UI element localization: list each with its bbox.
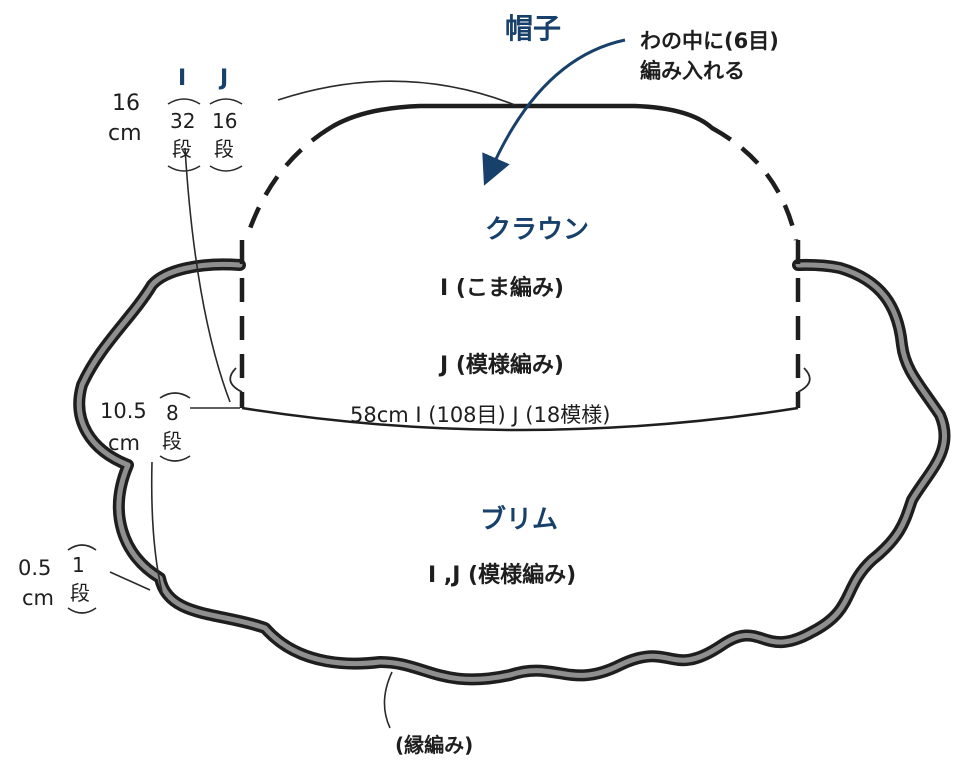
crown-left-dashed xyxy=(243,126,332,241)
crown-height-i-letter: I xyxy=(178,66,186,91)
crown-i-rows: 32 xyxy=(170,109,195,133)
edge-rows-brace-top xyxy=(67,544,97,551)
edge-value: 0.5 xyxy=(18,556,51,580)
crown-i-rows-brace-bottom xyxy=(167,165,201,172)
crown-label: クラウン xyxy=(485,215,589,245)
crown-i-rows-brace-top xyxy=(167,98,201,105)
edge-stitch-leader xyxy=(383,671,393,729)
edge-stitch-label: (縁編み) xyxy=(395,733,473,757)
edge-leader xyxy=(109,571,151,591)
brim-height-group: 10.5 cm 8 段 xyxy=(100,392,191,462)
edge-group: 0.5 cm 1 段 xyxy=(18,544,97,614)
edge-rows-brace-bottom xyxy=(67,607,97,614)
crown-j-rows-unit: 段 xyxy=(214,137,234,161)
edge-unit: cm xyxy=(22,586,54,610)
brim-height-unit: cm xyxy=(108,431,140,455)
crown-right-curl xyxy=(797,367,811,393)
crown-height-value: 16 xyxy=(112,91,140,116)
brim-rows-brace-top xyxy=(159,392,191,399)
diagram-title: 帽子 xyxy=(505,12,561,45)
crown-j-rows-brace-top xyxy=(209,98,243,105)
brim-rows-brace-bottom xyxy=(159,455,191,462)
brim-height-leader-curve xyxy=(150,461,163,593)
brim-label: ブリム xyxy=(480,504,558,535)
brim-height-rows-unit: 段 xyxy=(162,429,182,453)
note-line-1: わの中に(6目) xyxy=(640,29,779,53)
edge-rows: 1 xyxy=(72,553,85,577)
crown-height-leader-left xyxy=(184,147,231,403)
crown-height-j-letter: J xyxy=(218,66,228,91)
note-line-2: 編み入れる xyxy=(640,59,745,83)
brim-outline-band xyxy=(76,261,947,682)
brim-height-rows: 8 xyxy=(166,401,179,425)
crown-stitch-i: I (こま編み) xyxy=(440,275,564,301)
crown-height-group: 16 cm I J 32 段 16 段 xyxy=(108,66,243,172)
crown-stitch-j: J (模様編み) xyxy=(438,352,564,378)
brim-height-value: 10.5 xyxy=(100,399,147,423)
crown-right-dashed xyxy=(710,126,799,241)
brim-outline-dark xyxy=(73,258,951,686)
crown-height-unit: cm xyxy=(108,121,142,146)
crown-j-rows: 16 xyxy=(212,109,237,133)
brim-outline xyxy=(73,258,951,686)
crown-height-leader-top xyxy=(277,80,516,106)
start-arrow xyxy=(482,38,626,186)
crown-shape xyxy=(229,103,811,432)
edge-rows-unit: 段 xyxy=(70,581,90,605)
crown-bottom-edge xyxy=(241,406,799,432)
brim-stitch: I ,J (模様編み) xyxy=(428,562,576,588)
circumference-label: 58cm I (108目) J (18模様) xyxy=(350,403,610,427)
crown-j-rows-brace-bottom xyxy=(209,165,243,172)
crown-left-curl xyxy=(229,367,243,393)
crown-i-rows-unit: 段 xyxy=(172,137,192,161)
